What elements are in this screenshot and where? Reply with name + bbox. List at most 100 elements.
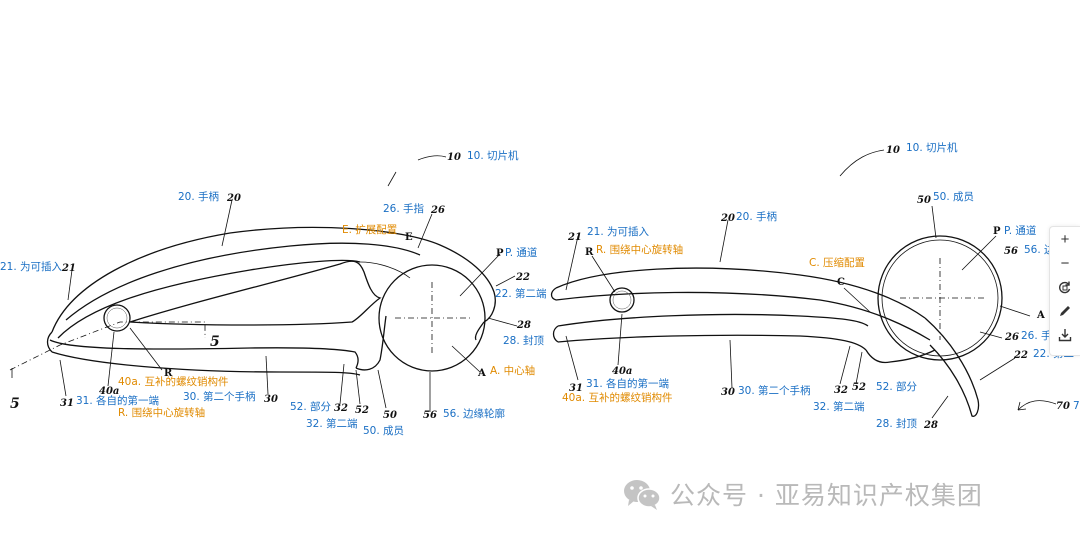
label-first-end: 31. 各自的第一端 [586, 377, 670, 390]
right-member-50-circle [877, 235, 1003, 361]
ref-28: 28 [923, 420, 938, 431]
label-handle: 20. 手柄 [178, 190, 219, 203]
right-lower-nose [552, 325, 559, 343]
ref-22: 22 [1013, 350, 1028, 361]
image-toolbar: + − [1049, 226, 1080, 356]
ref-5-upper: 5 [210, 334, 220, 350]
ref-32: 32 [834, 385, 848, 396]
rotate-button[interactable] [1050, 275, 1080, 299]
right-ref-numbers: 10 50 21 R 20 C P 56 A 26 22 31 40a 30 3… [567, 145, 1070, 431]
label-finger: 26. 手指 [383, 202, 425, 215]
label-second-handle: 30. 第二个手柄 [183, 390, 256, 403]
ref-28: 28 [516, 320, 531, 331]
label-finger: 26. 手 [1021, 329, 1052, 342]
ref-E: E [405, 232, 413, 243]
ref-10: 10 [886, 145, 900, 156]
label-center-axis: A. 中心轴 [490, 364, 535, 377]
label-part: 52. 部分 [876, 380, 918, 393]
label-channel: P. 通道 [1004, 224, 1037, 237]
label-second-end-32: 32. 第二端 [306, 417, 358, 430]
label-insertable: 21. 为可插入 [587, 225, 650, 238]
ref-R: R [164, 368, 173, 379]
right-upper-handle-bottom [555, 291, 931, 341]
label-cutter: 10. 切片机 [467, 149, 519, 162]
left-nose [46, 331, 53, 353]
left-lower-handle-top [49, 339, 359, 369]
ref-20: 20 [720, 213, 735, 224]
label-expand: E. 扩展配置 [342, 223, 397, 236]
download-icon [1058, 329, 1072, 342]
label-channel: P. 通道 [505, 246, 538, 259]
right-lower-handle-top [557, 313, 869, 327]
ref-32: 32 [334, 403, 348, 414]
left-ref-numbers: 10 20 26 E P 22 28 21 5 5 R 40a 31 30 32… [10, 152, 531, 421]
ref-22: 22 [515, 272, 530, 283]
left-upper-handle-ridge [65, 242, 421, 321]
label-rotate: R. 围绕中心旋转轴 [596, 243, 683, 256]
label-handle: 20. 手柄 [736, 210, 777, 223]
ref-21: 21 [61, 263, 76, 274]
wechat-icon [624, 480, 661, 510]
right-upper-handle-top [555, 267, 926, 319]
right-pin-40a [609, 287, 635, 313]
ref-C: C [837, 277, 845, 288]
label-second-handle: 30. 第二个手柄 [738, 384, 811, 397]
ref-52: 52 [852, 382, 866, 393]
label-complementary: 40a. 互补的螺纹销构件 [562, 391, 672, 404]
ref-21: 21 [567, 232, 582, 243]
ref-50: 50 [917, 195, 931, 206]
left-upper-handle-inner [57, 259, 361, 339]
annotate-button[interactable] [1050, 299, 1080, 323]
label-second-end-22: 22. 第二端 [495, 287, 547, 300]
label-70-cut: 7 [1073, 400, 1080, 412]
watermark-text: 公众号 · 亚易知识产权集团 [670, 481, 983, 510]
ref-52: 52 [355, 405, 369, 416]
left-section-line [9, 321, 206, 371]
right-hook-28 [924, 317, 980, 417]
right-upper-nose [550, 287, 557, 301]
left-finger-curve [359, 261, 411, 279]
left-lower-handle-bottom [51, 351, 361, 376]
label-edge-contour: 56. 边 [1024, 244, 1055, 256]
ref-26: 26 [1004, 332, 1019, 343]
right-part-52 [865, 349, 936, 364]
label-first-end: 31. 各自的第一端 [76, 394, 160, 407]
label-edge-contour: 56. 边缘轮廓 [443, 407, 505, 420]
rotate-icon [1059, 281, 1071, 294]
ref-P: P [496, 248, 504, 259]
left-upper-handle-outline [51, 226, 496, 333]
left-figure [9, 155, 518, 412]
plus-icon: + [1060, 230, 1070, 248]
download-button[interactable] [1050, 323, 1080, 347]
label-member: 50. 成员 [933, 191, 974, 203]
ref-P: P [993, 226, 1001, 237]
ref-26: 26 [430, 205, 445, 216]
left-labels: 10. 切片机 20. 手柄 26. 手指 E. 扩展配置 P. 通道 22. … [0, 149, 547, 437]
ref-40a: 40a [99, 386, 119, 397]
label-rotate: R. 围绕中心旋转轴 [118, 406, 205, 419]
left-part-52 [355, 315, 387, 371]
zoom-in-button[interactable]: + [1050, 227, 1080, 251]
ref-5-lower: 5 [10, 396, 20, 412]
zoom-out-button[interactable]: − [1050, 251, 1080, 275]
ref-10: 10 [447, 152, 461, 163]
ref-31: 31 [569, 383, 583, 394]
ref-50: 50 [383, 410, 397, 421]
label-part: 52. 部分 [290, 400, 332, 413]
label-seal: 28. 封顶 [876, 417, 918, 430]
ref-A: A [1036, 310, 1045, 321]
pen-icon [1060, 306, 1070, 316]
label-seal: 28. 封顶 [503, 334, 545, 347]
right-figure [550, 149, 1057, 419]
label-insertable: 21. 为可插入 [0, 260, 63, 273]
ref-20: 20 [226, 193, 241, 204]
ref-R: R [585, 247, 594, 258]
right-lower-handle-bottom [557, 334, 867, 351]
ref-31: 31 [60, 398, 74, 409]
label-member: 50. 成员 [363, 425, 404, 437]
label-second-end-32: 32. 第二端 [813, 400, 865, 413]
minus-icon: − [1060, 254, 1070, 272]
left-handle-window [129, 260, 382, 326]
ref-30: 30 [264, 394, 278, 405]
